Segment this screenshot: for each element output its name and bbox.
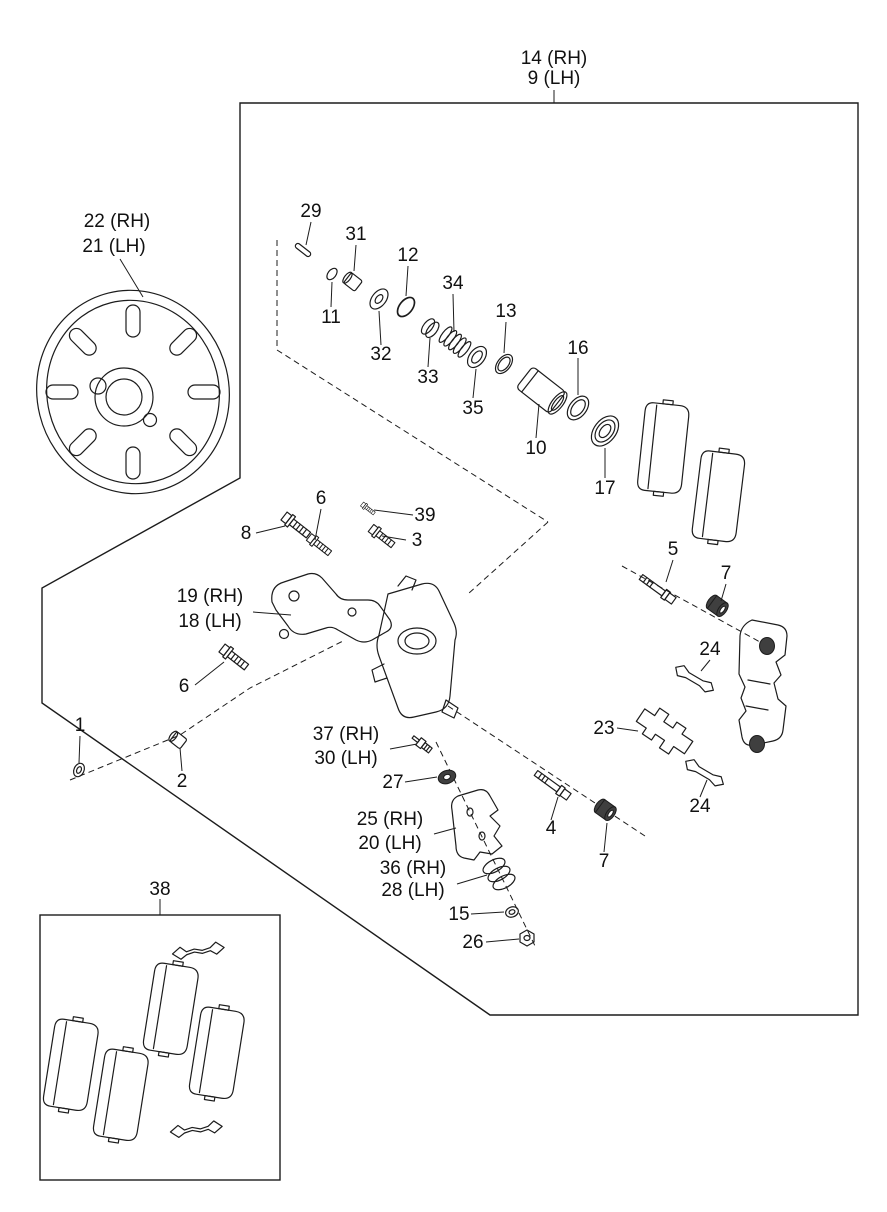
washer-part-27 xyxy=(437,769,457,785)
callout-39: 39 xyxy=(414,505,435,526)
assembly-boundary-box xyxy=(41,102,859,1016)
callout-carrier-lh: 18 (LH) xyxy=(178,611,241,632)
callout-10: 10 xyxy=(525,438,546,459)
callout-assembly-rh: 14 (RH) xyxy=(521,48,588,69)
bushing-part-7-lower xyxy=(591,796,619,823)
callout-6-lower: 6 xyxy=(179,676,190,697)
dust-shield xyxy=(36,289,230,495)
callout-6-upper: 6 xyxy=(316,488,327,509)
callout-11: 11 xyxy=(321,307,341,328)
coil-spring xyxy=(482,857,516,891)
caliper-mount-bracket xyxy=(738,619,788,753)
o-ring-part-13 xyxy=(494,353,514,375)
callout-29: 29 xyxy=(300,201,321,222)
pad-kit-pad-1 xyxy=(41,1013,101,1117)
brake-pad-inner xyxy=(635,397,691,499)
callout-26: 26 xyxy=(462,932,483,953)
pad-kit-clip-bottom xyxy=(169,1119,224,1139)
callout-2: 2 xyxy=(177,771,188,792)
ring-part-11 xyxy=(326,267,338,281)
callout-24-lower: 24 xyxy=(689,796,711,817)
bolt-part-6-lower xyxy=(217,642,252,673)
callout-24-upper: 24 xyxy=(699,639,721,660)
pad-kit-pad-4 xyxy=(187,1001,247,1105)
construction-lines xyxy=(69,240,761,949)
callout-shield-rh: 22 (RH) xyxy=(84,211,151,232)
callout-shield-lh: 21 (LH) xyxy=(82,236,145,257)
dust-boot-part-17 xyxy=(590,415,620,447)
callout-35: 35 xyxy=(462,398,483,419)
callout-12: 12 xyxy=(397,245,418,266)
callout-31: 31 xyxy=(345,224,366,245)
callout-carrier-rh: 19 (RH) xyxy=(177,586,244,607)
callout-13: 13 xyxy=(495,301,516,322)
callout-bleeder-lh: 30 (LH) xyxy=(314,748,377,769)
pad-kit-clip-top xyxy=(171,940,226,961)
callout-15: 15 xyxy=(448,904,469,925)
callout-1: 1 xyxy=(75,715,86,736)
callout-7-upper: 7 xyxy=(721,563,732,584)
callout-16: 16 xyxy=(567,338,588,359)
screw-part-39 xyxy=(359,501,377,517)
callout-5: 5 xyxy=(668,539,679,560)
washer-part-15 xyxy=(505,906,519,918)
pad-clip-24-upper xyxy=(671,660,717,698)
callout-33: 33 xyxy=(417,367,438,388)
seal-part-35 xyxy=(466,345,488,369)
callout-27: 27 xyxy=(382,772,403,793)
brake-pad-outer xyxy=(690,445,747,548)
callout-32: 32 xyxy=(370,344,391,365)
washer-part-32 xyxy=(369,288,389,310)
callout-pad-rh: 25 (RH) xyxy=(357,809,424,830)
callout-4: 4 xyxy=(546,818,557,839)
callout-labels: 14 (RH) 9 (LH) 22 (RH) 21 (LH) 29 31 11 … xyxy=(75,48,732,953)
leader-lines xyxy=(78,90,727,943)
callout-pad-lh: 20 (LH) xyxy=(358,833,421,854)
callout-34: 34 xyxy=(442,273,464,294)
pad-kit-pad-2 xyxy=(91,1043,151,1147)
bolt-part-6-upper xyxy=(305,532,334,559)
callout-8: 8 xyxy=(241,523,252,544)
callout-assembly-lh: 9 (LH) xyxy=(528,68,581,89)
piston-part-10 xyxy=(517,367,568,415)
snap-ring-part-12 xyxy=(396,296,416,318)
spring-part-34 xyxy=(438,326,472,358)
pad-retainer-23 xyxy=(635,707,694,755)
pin-part-29 xyxy=(294,242,312,258)
bushing-part-31 xyxy=(342,271,363,292)
bleeder-screw xyxy=(411,735,433,754)
bushing-part-7-upper xyxy=(703,592,731,619)
callout-23: 23 xyxy=(593,718,614,739)
pad-kit-pad-3 xyxy=(141,957,201,1061)
callout-bleeder-rh: 37 (RH) xyxy=(313,724,380,745)
washer-part-1 xyxy=(72,762,86,778)
pad-kit-boundary-box xyxy=(39,914,281,1181)
washer-part-33 xyxy=(420,318,440,339)
bushing-part-2 xyxy=(168,730,188,749)
guide-pin-part-4 xyxy=(532,768,573,802)
pad-shim xyxy=(451,789,503,861)
bolt-part-3 xyxy=(366,522,398,551)
caliper-carrier xyxy=(271,572,392,643)
callout-spring-lh: 28 (LH) xyxy=(381,880,444,901)
callout-spring-rh: 36 (RH) xyxy=(380,858,447,879)
piston-seal-part-16 xyxy=(566,395,590,421)
callout-3: 3 xyxy=(412,530,423,551)
callout-38: 38 xyxy=(149,879,170,900)
callout-7-lower: 7 xyxy=(599,851,610,872)
callout-17: 17 xyxy=(594,478,615,499)
caliper-body xyxy=(371,575,459,719)
nut-part-26 xyxy=(519,929,535,947)
